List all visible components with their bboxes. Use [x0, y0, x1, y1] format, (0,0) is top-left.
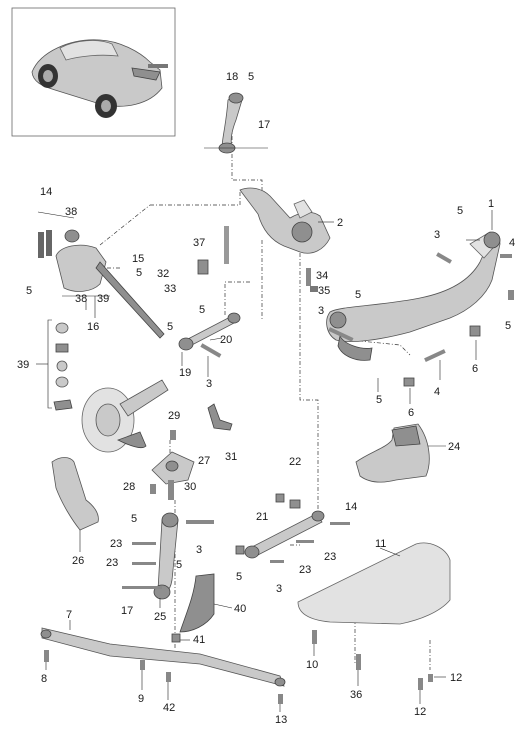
hub-carrier-assembly — [37, 211, 165, 339]
label-10: 10 — [306, 659, 318, 671]
label-15: 15 — [132, 253, 144, 265]
label-5: 5 — [457, 205, 463, 217]
label-26: 26 — [72, 555, 84, 567]
callout-labels: 1 2 3 3 3 3 3 4 4 5 5 5 5 5 5 5 5 5 5 5 … — [17, 71, 515, 726]
crossmember — [40, 627, 286, 687]
label-5: 5 — [176, 559, 182, 571]
fasteners — [44, 226, 514, 704]
label-5: 5 — [248, 71, 254, 83]
label-12: 12 — [414, 706, 426, 718]
label-8: 8 — [41, 673, 47, 685]
label-35: 35 — [318, 285, 330, 297]
wheel-carrier — [239, 187, 331, 254]
label-5: 5 — [136, 267, 142, 279]
underbody-panel — [297, 542, 451, 625]
label-18: 18 — [226, 71, 238, 83]
label-17: 17 — [121, 605, 133, 617]
label-4: 4 — [434, 386, 440, 398]
label-34: 34 — [316, 270, 328, 282]
label-39: 39 — [17, 359, 29, 371]
label-20: 20 — [220, 334, 232, 346]
label-2: 2 — [337, 217, 343, 229]
label-5: 5 — [355, 289, 361, 301]
label-5: 5 — [505, 320, 511, 332]
label-23: 23 — [324, 551, 336, 563]
label-9: 9 — [138, 693, 144, 705]
bracket-40 — [179, 573, 215, 633]
label-24: 24 — [448, 441, 460, 453]
label-5: 5 — [26, 285, 32, 297]
label-33: 33 — [164, 283, 176, 295]
seal-kit — [36, 319, 73, 411]
label-37: 37 — [193, 237, 205, 249]
label-32: 32 — [157, 268, 169, 280]
mounting-bracket — [151, 403, 233, 485]
label-5: 5 — [131, 513, 137, 525]
label-3: 3 — [434, 229, 440, 241]
label-39: 39 — [97, 293, 109, 305]
label-36: 36 — [350, 689, 362, 701]
label-5: 5 — [236, 571, 242, 583]
label-40: 40 — [234, 603, 246, 615]
label-7: 7 — [66, 609, 72, 621]
label-29: 29 — [168, 410, 180, 422]
air-duct-left — [51, 457, 99, 531]
label-4: 4 — [509, 237, 515, 249]
label-3: 3 — [196, 544, 202, 556]
label-23: 23 — [299, 564, 311, 576]
lower-control-arm — [153, 512, 179, 600]
air-duct-right — [355, 423, 430, 483]
label-14: 14 — [345, 501, 357, 513]
label-23: 23 — [106, 557, 118, 569]
label-6: 6 — [408, 407, 414, 419]
label-14: 14 — [40, 186, 52, 198]
label-22: 22 — [289, 456, 301, 468]
label-1: 1 — [488, 198, 494, 210]
label-16: 16 — [87, 321, 99, 333]
label-30: 30 — [184, 481, 196, 493]
label-28: 28 — [123, 481, 135, 493]
rear-subframe — [326, 231, 501, 361]
label-27: 27 — [198, 455, 210, 467]
label-5: 5 — [376, 394, 382, 406]
label-38: 38 — [65, 206, 77, 218]
label-17: 17 — [258, 119, 270, 131]
label-19: 19 — [179, 367, 191, 379]
label-3: 3 — [318, 305, 324, 317]
label-41: 41 — [193, 634, 205, 646]
hub-and-driveshaft — [81, 379, 169, 453]
label-11: 11 — [375, 538, 386, 550]
vehicle-thumbnail — [11, 7, 176, 137]
label-5: 5 — [199, 304, 205, 316]
upper-control-arm — [204, 92, 268, 154]
label-42: 42 — [163, 702, 175, 714]
label-3: 3 — [276, 583, 282, 595]
label-13: 13 — [275, 714, 287, 726]
label-31: 31 — [225, 451, 237, 463]
label-3: 3 — [206, 378, 212, 390]
tie-rod — [178, 312, 241, 351]
label-6: 6 — [472, 363, 478, 375]
label-12: 12 — [450, 672, 462, 684]
label-21: 21 — [256, 511, 268, 523]
toe-link — [244, 510, 325, 559]
label-25: 25 — [154, 611, 166, 623]
label-38: 38 — [75, 293, 87, 305]
label-5: 5 — [167, 321, 173, 333]
label-23: 23 — [110, 538, 122, 550]
